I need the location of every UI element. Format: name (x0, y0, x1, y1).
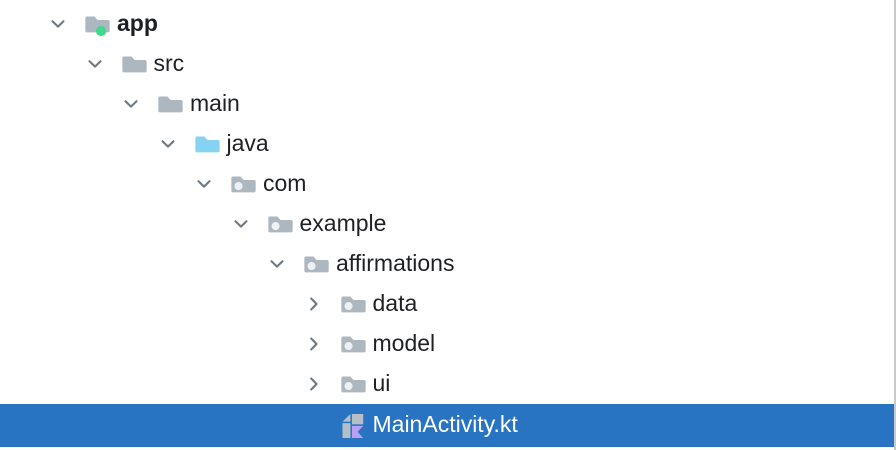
chevron-right-icon[interactable] (301, 294, 327, 314)
tree-item-label: MainActivity.kt (372, 411, 518, 437)
tree-item-label: app (117, 9, 158, 36)
chevron-down-icon[interactable] (45, 14, 71, 34)
folder-icon (157, 92, 184, 116)
tree-row-ui[interactable]: ui (0, 364, 894, 404)
chevron-down-icon[interactable] (118, 94, 144, 114)
tree-row-data[interactable]: data (0, 284, 894, 324)
tree-item-label: main (190, 89, 240, 116)
tree-row-app[interactable]: app (0, 4, 894, 44)
package-icon (340, 292, 367, 316)
tree-item-label: affirmations (336, 249, 455, 276)
tree-row-java[interactable]: java (0, 124, 894, 164)
package-icon (303, 252, 330, 276)
tree-item-label: example (299, 209, 387, 236)
chevron-down-icon[interactable] (228, 214, 254, 234)
package-icon (340, 332, 367, 356)
tree-row-com[interactable]: com (0, 164, 894, 204)
chevron-down-icon[interactable] (264, 254, 290, 274)
chevron-down-icon[interactable] (191, 174, 217, 194)
tree-row-model[interactable]: model (0, 324, 894, 364)
source-folder-icon (194, 132, 221, 156)
android-module-folder-icon (84, 12, 111, 37)
chevron-right-icon[interactable] (301, 334, 327, 354)
chevron-down-icon[interactable] (82, 54, 108, 74)
kotlin-file-icon (340, 413, 367, 439)
chevron-right-icon[interactable] (301, 374, 327, 394)
tree-item-label: com (263, 169, 307, 196)
tree-row-affirmations[interactable]: affirmations (0, 244, 894, 284)
package-icon (340, 372, 367, 396)
package-icon (230, 172, 257, 196)
tree-row-mainactivity-kt[interactable]: MainActivity.kt (0, 404, 894, 447)
tree-row-main[interactable]: main (0, 84, 894, 124)
tree-item-label: src (153, 49, 185, 76)
tree-item-label: model (372, 329, 436, 356)
tree-row-example[interactable]: example (0, 204, 894, 244)
tree-row-src[interactable]: src (0, 44, 894, 84)
package-icon (267, 212, 294, 236)
tree-item-label: data (372, 289, 418, 316)
tree-item-label: java (226, 129, 269, 156)
folder-icon (121, 52, 148, 76)
tree-item-label: ui (372, 369, 391, 396)
chevron-down-icon[interactable] (155, 134, 181, 154)
